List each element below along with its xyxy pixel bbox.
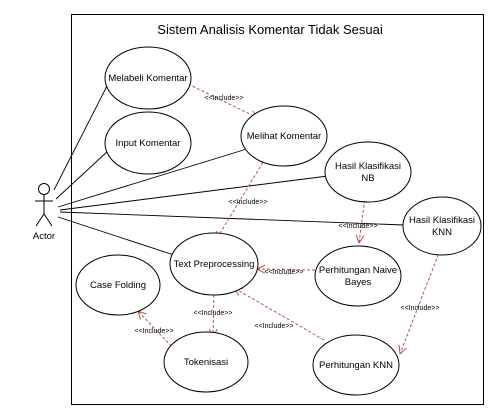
use-case-label: Tokenisasi	[184, 357, 228, 368]
include-label: <<Include>>	[255, 323, 294, 330]
include-dependencies	[138, 83, 443, 354]
include-melabeli-melihat	[187, 83, 258, 118]
include-preprocessing-tokenisasi	[213, 289, 214, 337]
use-case-label: Melabeli Komentar	[108, 73, 187, 84]
system-boundary	[71, 14, 484, 405]
use-case-text-preprocessing[interactable]: Text Preprocessing	[169, 232, 259, 296]
use-case-perhitungan-naive-bayes[interactable]: Perhitungan Naive Bayes	[314, 245, 402, 307]
use-case-case-folding[interactable]: Case Folding	[75, 254, 161, 316]
associations	[53, 83, 405, 258]
assoc-preprocessing	[57, 216, 181, 258]
actor-label: Actor	[33, 231, 55, 242]
system-title: Sistem Analisis Komentar Tidak Sesuai	[157, 22, 383, 37]
use-case-label: Melihat Komentar	[247, 131, 321, 142]
use-case-hasil-klasifikasi-knn[interactable]: Hasil Klasifikasi KNN	[402, 196, 482, 256]
include-label: <<Include>>	[194, 310, 233, 317]
assoc-melabeli	[53, 83, 109, 191]
actor-figure	[35, 183, 53, 227]
include-label: <<Include>>	[265, 269, 304, 276]
use-case-melabeli-komentar[interactable]: Melabeli Komentar	[104, 46, 192, 110]
include-label: <<Include>>	[205, 95, 244, 102]
assoc-input	[55, 149, 110, 200]
include-labels: <<Include>> <<Include>> <<Include>> <<In…	[135, 95, 440, 335]
use-case-hasil-klasifikasi-nb[interactable]: Hasil Klasifikasi NB	[324, 141, 412, 203]
use-case-perhitungan-knn[interactable]: Perhitungan KNN	[312, 334, 400, 396]
use-case-label: Hasil Klasifikasi	[335, 161, 401, 172]
include-knnresult-perhitungan	[400, 244, 443, 354]
use-case-label-line2: Bayes	[345, 277, 372, 288]
use-case-label-line2: KNN	[432, 227, 452, 238]
include-knn-preprocessing	[234, 288, 325, 341]
include-tokenisasi-casefolding	[138, 311, 176, 351]
use-case-label: Case Folding	[90, 280, 146, 291]
include-label: <<Include>>	[401, 305, 440, 312]
include-melihat-preprocessing	[216, 153, 269, 240]
use-case-tokenisasi[interactable]: Tokenisasi	[163, 331, 249, 393]
include-nb-naivebayes	[359, 189, 367, 243]
include-label: <<Include>>	[229, 199, 268, 206]
use-case-label: Perhitungan Naive	[319, 265, 397, 276]
use-case-label: Hasil Klasifikasi	[409, 215, 475, 226]
use-case-melihat-komentar[interactable]: Melihat Komentar	[240, 105, 328, 167]
use-case-label: Input Komentar	[116, 138, 181, 149]
include-label: <<Include>>	[135, 328, 174, 335]
use-case-input-komentar[interactable]: Input Komentar	[104, 111, 192, 175]
use-case-label: Perhitungan KNN	[319, 360, 393, 371]
assoc-melihat	[57, 147, 251, 208]
assoc-knn	[59, 211, 405, 226]
use-case-label-line2: NB	[361, 173, 374, 184]
include-label: <<Include>>	[339, 223, 378, 230]
use-case-label: Text Preprocessing	[174, 259, 255, 270]
assoc-nb	[59, 175, 329, 211]
